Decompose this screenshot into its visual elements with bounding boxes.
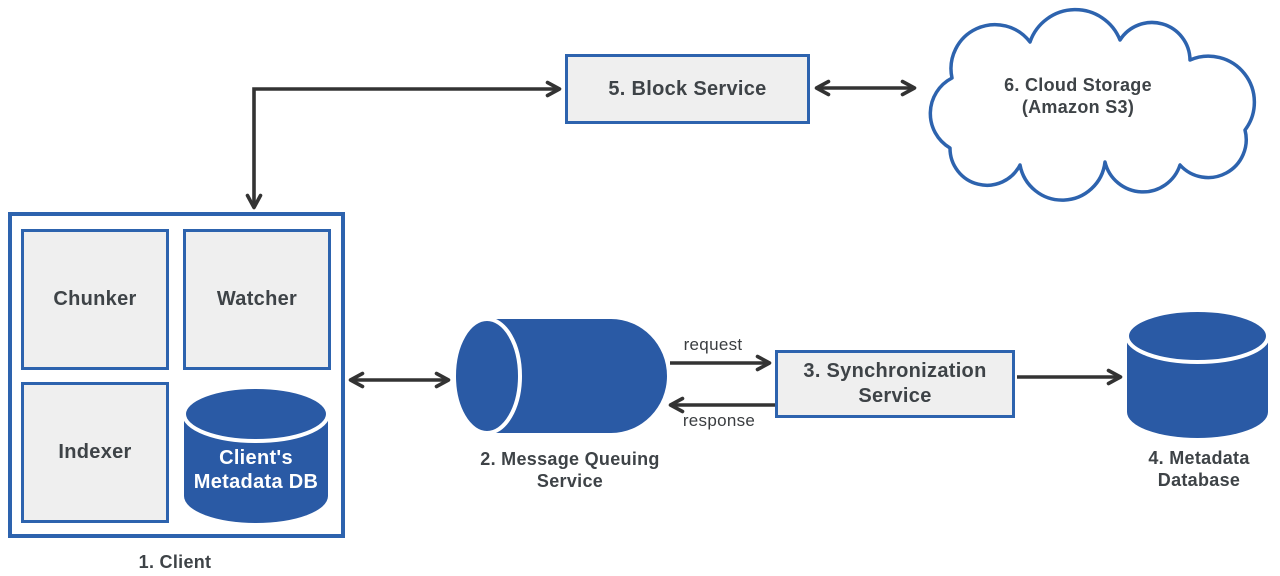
request-edge-label: request: [683, 335, 743, 354]
client-container-box: [8, 212, 345, 538]
watcher-box: Watcher: [183, 229, 331, 370]
block-service-box: 5. Block Service: [565, 54, 810, 124]
response-edge-label: response: [682, 411, 756, 430]
watcher-label: Watcher: [216, 288, 298, 310]
block-service-label: 5. Block Service: [608, 77, 767, 100]
metadata-database-icon: [1125, 308, 1270, 438]
chunker-box: Chunker: [21, 229, 169, 370]
chunker-label: Chunker: [53, 288, 137, 310]
cloud-storage-caption: 6. Cloud Storage (Amazon S3): [1004, 75, 1152, 117]
message-queue-cylinder-icon: [452, 317, 667, 435]
indexer-box: Indexer: [21, 382, 169, 523]
sync-service-box: 3. Synchronization Service: [775, 350, 1015, 418]
message-queue-caption: 2. Message Queuing Service: [480, 449, 660, 491]
client-block-service-connector: [245, 80, 562, 210]
indexer-label: Indexer: [58, 441, 132, 463]
metadata-database-caption: 4. Metadata Database: [1148, 448, 1250, 490]
client-metadata-db-label: Client's Metadata DB: [193, 447, 319, 493]
client-caption: 1. Client: [138, 552, 212, 572]
sync-service-label: 3. Synchronization Service: [803, 360, 987, 407]
